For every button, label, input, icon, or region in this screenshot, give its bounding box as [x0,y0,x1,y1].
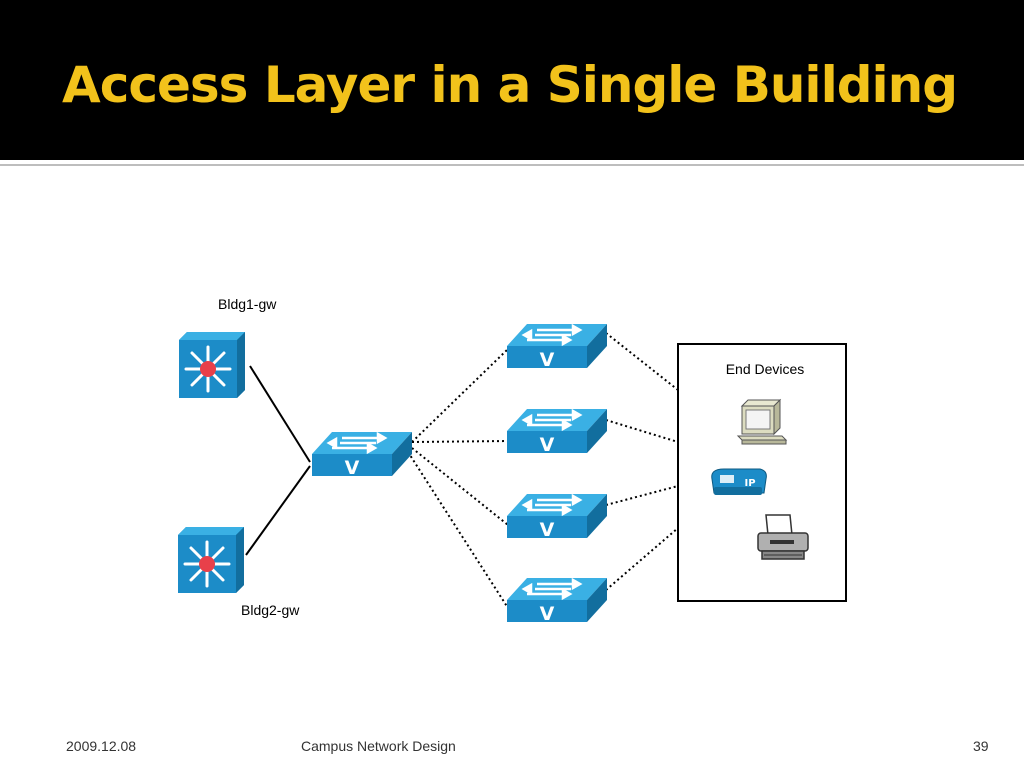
page-number: 39 [973,738,989,754]
switch-symbol: V [540,434,555,456]
workgroup-switch-icon [522,324,582,346]
gateway-bldg2 [178,527,244,593]
links [245,332,679,609]
ip-phone-badge: IP [744,478,755,489]
footer-title: Campus Network Design [301,738,456,754]
slide-title: Access Layer in a Single Building [62,56,958,114]
link-access-1-end [605,332,679,391]
title-divider [0,160,1024,166]
end-devices-box: End Devices IP [677,343,847,602]
distribution-switch: V [312,432,412,479]
printer-icon [757,514,809,560]
link-dist-access-1 [411,348,509,443]
link-dist-access-3 [411,447,509,526]
layer3-switch-icon [184,345,232,393]
access-switch-1: V [507,324,607,371]
gateway-label-bldg2: Bldg2-gw [241,602,300,618]
uplink-bldg2 [245,465,311,556]
workgroup-switch-icon [522,494,582,516]
title-bar [0,0,1024,160]
workgroup-switch-icon [327,432,387,454]
switch-symbol: V [540,349,555,371]
link-access-3-end [605,485,679,506]
pc-icon [736,398,788,445]
access-switch-3: V [507,494,607,541]
gateway-label-bldg1: Bldg1-gw [218,296,277,312]
access-switch-2: V [507,409,607,456]
link-access-4-end [605,527,679,591]
uplink-bldg1 [249,365,311,463]
workgroup-switch-icon [522,409,582,431]
footer-date: 2009.12.08 [66,738,137,754]
access-switch-4: V [507,578,607,625]
ip-phone-icon: IP [711,468,767,495]
link-dist-access-2 [411,440,509,443]
switch-symbol: V [540,603,555,625]
link-dist-access-4 [407,451,509,609]
end-devices-label: End Devices [726,361,805,377]
switch-symbol: V [540,519,555,541]
switch-symbol: V [345,457,360,479]
link-access-2-end [605,419,679,443]
gateway-bldg1 [179,332,245,398]
workgroup-switch-icon [522,578,582,600]
layer3-switch-icon [183,540,231,588]
